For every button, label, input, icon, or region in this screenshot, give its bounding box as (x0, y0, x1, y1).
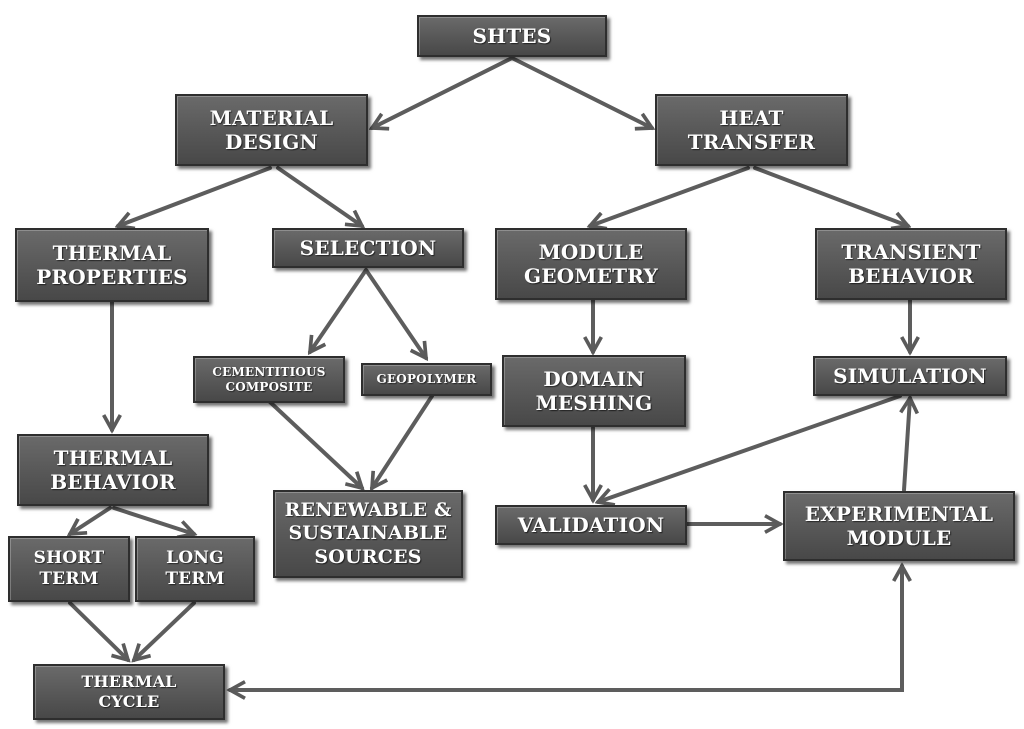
arrow-thermal-behavior-to-short-term (70, 506, 112, 534)
arrow-shtes-to-heat-transfer (510, 56, 652, 128)
arrow-heat-transfer-to-transient-behavior (753, 166, 908, 226)
arrow-thermal-behavior-to-long-term (112, 506, 194, 534)
arrow-simulation-to-validation (598, 394, 902, 502)
arrow-short-term-to-thermal-cycle (68, 601, 128, 660)
node-shtes: SHTES (417, 15, 607, 57)
node-selection: SELECTION (272, 228, 464, 268)
arrow-material-design-to-selection (276, 166, 362, 226)
node-geopolymer: GEOPOLYMER (361, 363, 492, 396)
arrow-experimental-module-to-simulation (904, 398, 910, 492)
arrow-geopolymer-to-renewable (372, 394, 434, 488)
arrow-selection-to-geopolymer (364, 268, 426, 358)
arrow-material-design-to-thermal-properties (118, 166, 272, 226)
node-simulation: SIMULATION (813, 356, 1007, 396)
arrow-cementitious-to-renewable (268, 400, 362, 488)
arrow-heat-transfer-to-module-geometry (590, 166, 750, 226)
node-validation: VALIDATION (495, 505, 687, 545)
arrow-experimental-module-thermal-cycle-bidirectional (230, 566, 902, 690)
arrow-shtes-to-material-design (372, 56, 514, 128)
arrow-long-term-to-thermal-cycle (134, 601, 196, 660)
arrow-selection-to-cementitious (310, 268, 368, 352)
